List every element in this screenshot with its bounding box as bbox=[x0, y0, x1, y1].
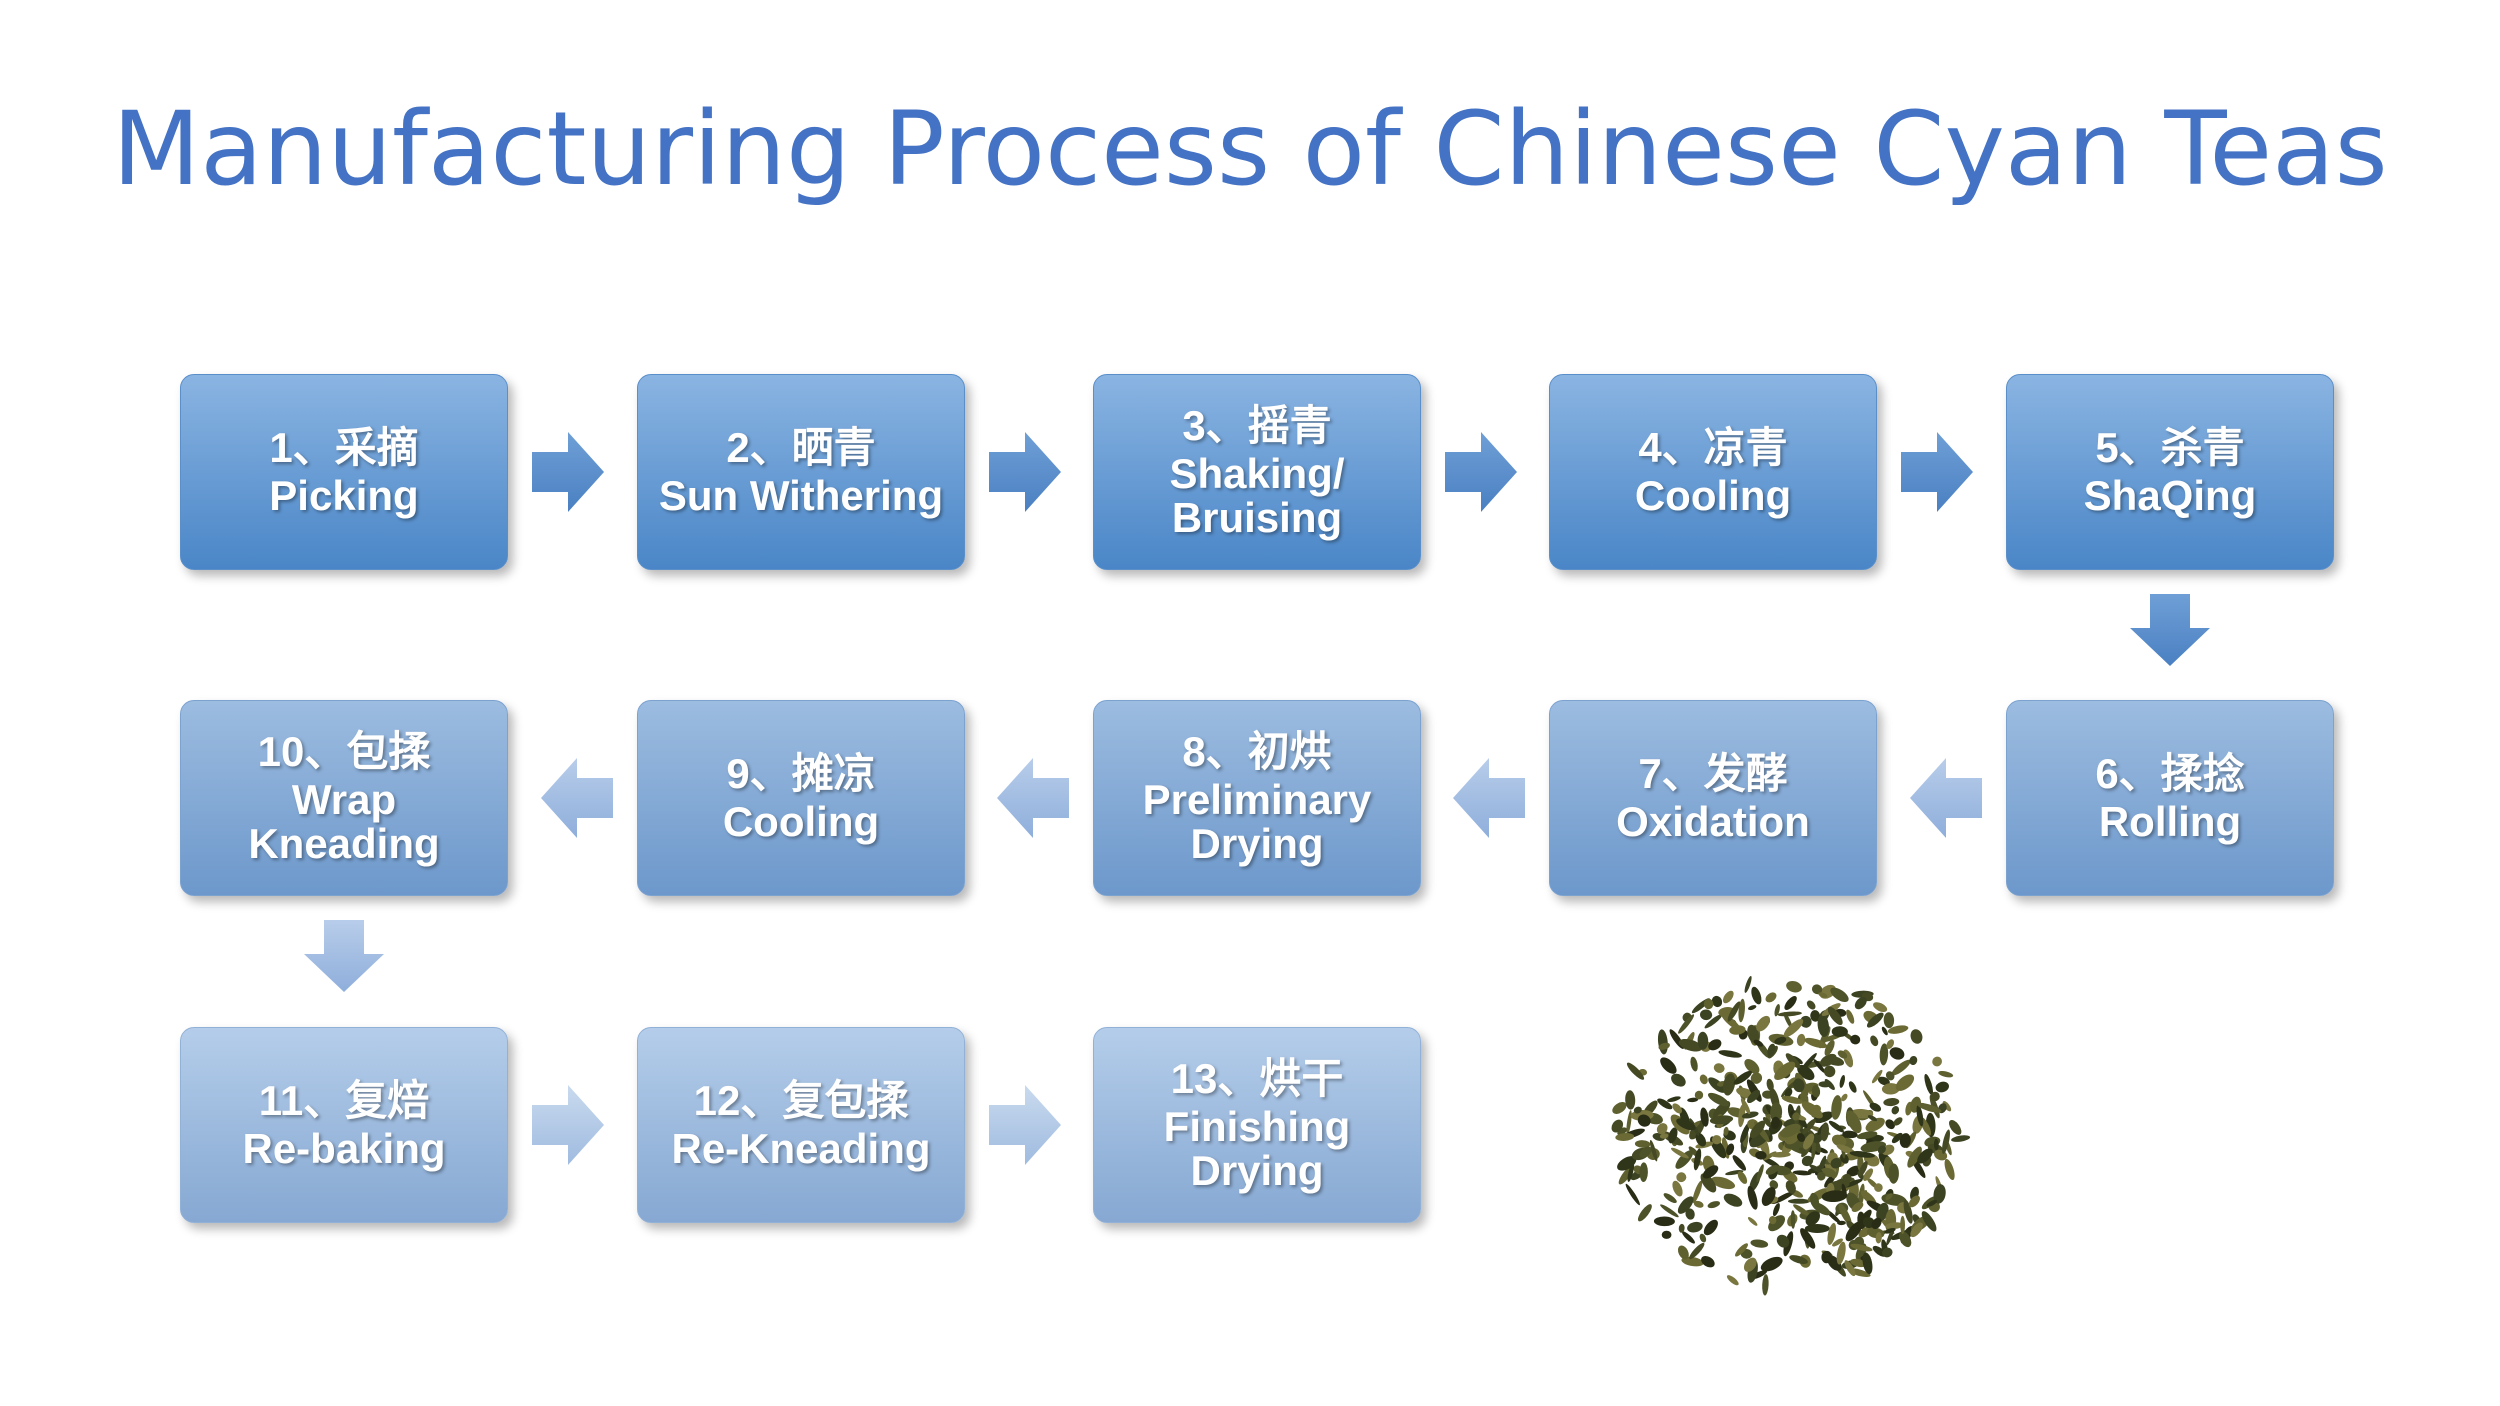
step-2-english-label: Sun Withering bbox=[658, 472, 944, 519]
arrow-left-icon bbox=[541, 758, 613, 838]
step-10-english-label: Kneading bbox=[248, 820, 440, 867]
arrow-right-icon bbox=[1445, 432, 1517, 512]
step-2-chinese-label: 2、晒青 bbox=[726, 424, 876, 471]
arrow-down-icon bbox=[304, 920, 384, 992]
step-7-english-label: Oxidation bbox=[1616, 798, 1810, 845]
step-7-chinese-label: 7、发酵 bbox=[1638, 750, 1788, 797]
step-9-english-label: Cooling bbox=[722, 798, 880, 845]
arrow-right-icon bbox=[532, 1085, 604, 1165]
step-10-english-label: Wrap bbox=[291, 776, 397, 823]
step-3-english-label: Shaking/ bbox=[1169, 450, 1345, 497]
step-13-english-label: Drying bbox=[1190, 1147, 1324, 1194]
step-13-chinese-label: 13、烘干 bbox=[1170, 1055, 1344, 1102]
arrow-right-icon bbox=[989, 1085, 1061, 1165]
arrow-left-icon bbox=[997, 758, 1069, 838]
step-8-chinese-label: 8、初烘 bbox=[1182, 728, 1332, 775]
step-10-chinese-label: 10、包揉 bbox=[257, 728, 431, 775]
arrow-right-icon bbox=[1901, 432, 1973, 512]
step-6-chinese-label: 6、揉捻 bbox=[2095, 750, 2245, 797]
step-11-english-label: Re-baking bbox=[242, 1125, 446, 1172]
step-1-english-label: Picking bbox=[269, 472, 419, 519]
arrow-right-icon bbox=[989, 432, 1061, 512]
step-12-english-label: Re-Kneading bbox=[671, 1125, 931, 1172]
tea-leaves-image bbox=[1611, 975, 1971, 1296]
step-5-chinese-label: 5、杀青 bbox=[2095, 424, 2245, 471]
step-5-english-label: ShaQing bbox=[2083, 472, 2257, 519]
step-9-chinese-label: 9、摊凉 bbox=[726, 750, 876, 797]
step-3-english-label: Bruising bbox=[1171, 494, 1343, 541]
arrow-left-icon bbox=[1453, 758, 1525, 838]
step-4-english-label: Cooling bbox=[1634, 472, 1792, 519]
step-6-english-label: Rolling bbox=[2098, 798, 2242, 845]
step-12-chinese-label: 12、复包揉 bbox=[693, 1077, 909, 1124]
arrow-left-icon bbox=[1910, 758, 1982, 838]
step-1-chinese-label: 1、采摘 bbox=[269, 424, 419, 471]
page-title: Manufacturing Process of Chinese Cyan Te… bbox=[112, 90, 2388, 209]
step-8-english-label: Drying bbox=[1190, 820, 1324, 867]
step-11-chinese-label: 11、复焙 bbox=[258, 1077, 430, 1124]
arrow-right-icon bbox=[532, 432, 604, 512]
step-3-chinese-label: 3、摇青 bbox=[1182, 402, 1332, 449]
step-8-english-label: Preliminary bbox=[1142, 776, 1372, 823]
arrow-down-icon bbox=[2130, 594, 2210, 666]
step-4-chinese-label: 4、凉青 bbox=[1638, 424, 1788, 471]
step-13-english-label: Finishing bbox=[1163, 1103, 1351, 1150]
